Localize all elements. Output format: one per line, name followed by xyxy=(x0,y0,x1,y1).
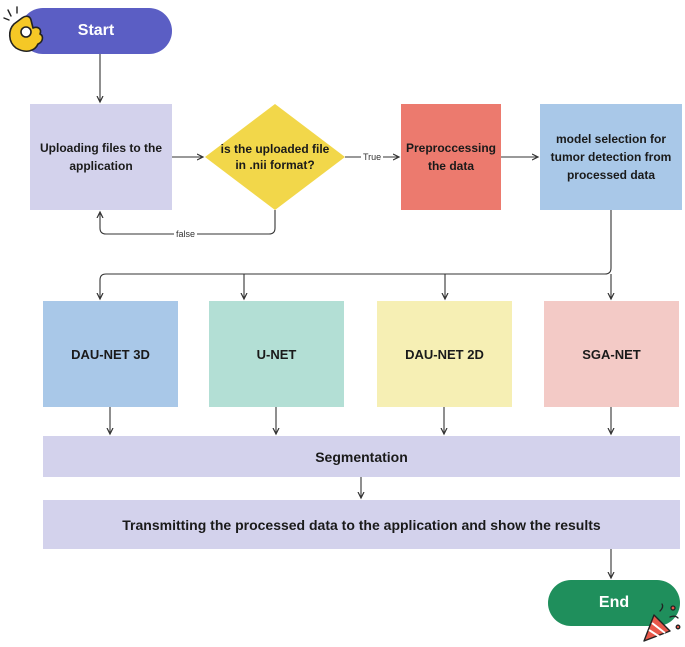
dau-net-2d-label: DAU-NET 2D xyxy=(405,346,484,362)
decision-label: is the uploaded file in .nii format? xyxy=(220,141,330,172)
sga-net-node: SGA-NET xyxy=(544,301,679,407)
upload-node: Uploading files to the application xyxy=(30,104,172,210)
end-label: End xyxy=(598,594,630,611)
upload-label: Uploading files to the application xyxy=(40,141,162,173)
transmit-label: Transmitting the processed data to the a… xyxy=(122,516,601,533)
preprocess-label: Preproccessing the data xyxy=(405,141,497,173)
ok-hand-icon xyxy=(3,6,44,53)
decision-diamond xyxy=(205,104,345,210)
transmit-node: Transmitting the processed data to the a… xyxy=(43,500,680,549)
decision-node: is the uploaded file in .nii format? xyxy=(214,130,336,184)
party-popper-icon xyxy=(643,603,681,642)
true-edge-label: True xyxy=(361,152,384,162)
dau-net-3d-node: DAU-NET 3D xyxy=(43,301,178,407)
preprocess-node: Preproccessing the data xyxy=(401,104,501,210)
edge-model-branch xyxy=(100,210,612,299)
model-selection-node: model selection for tumor detection from… xyxy=(540,104,682,210)
segmentation-label: Segmentation xyxy=(315,448,408,465)
dau-net-3d-label: DAU-NET 3D xyxy=(71,346,150,362)
start-label: Start xyxy=(77,22,115,39)
sga-net-label: SGA-NET xyxy=(582,346,641,362)
u-net-label: U-NET xyxy=(256,346,297,362)
model-selection-label: model selection for tumor detection from… xyxy=(550,132,672,182)
false-edge-label: false xyxy=(174,229,198,239)
segmentation-node: Segmentation xyxy=(43,436,680,477)
u-net-node: U-NET xyxy=(209,301,344,407)
start-node: Start xyxy=(20,8,172,54)
dau-net-2d-node: DAU-NET 2D xyxy=(377,301,512,407)
